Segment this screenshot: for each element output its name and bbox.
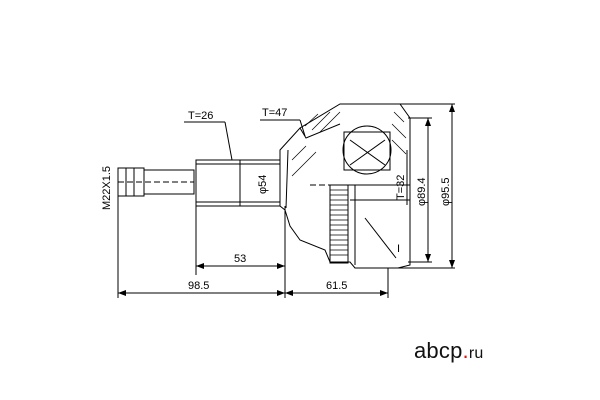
shaft-length-label: 53 [234, 253, 246, 265]
thread-label: M22X1.5 [101, 166, 113, 210]
shaft-diameter-label: φ54 [257, 175, 269, 194]
outer-diameter-label: φ95.5 [440, 177, 452, 206]
spline-inner-label: T=32 [395, 175, 407, 200]
brand-dot: . [462, 338, 469, 363]
marker-label: I [397, 243, 400, 255]
bell-length-label: 61.5 [326, 280, 347, 292]
inner-diameter-label: φ89.4 [416, 177, 428, 206]
total-left-length-label: 98.5 [188, 280, 209, 292]
brand-tld: ru [468, 345, 484, 362]
spline-bell-label: T=47 [262, 107, 287, 119]
spline-outer-label: T=26 [188, 110, 213, 122]
brand-name: abcp [414, 338, 463, 363]
brand-watermark: abcp.ru [414, 338, 483, 364]
